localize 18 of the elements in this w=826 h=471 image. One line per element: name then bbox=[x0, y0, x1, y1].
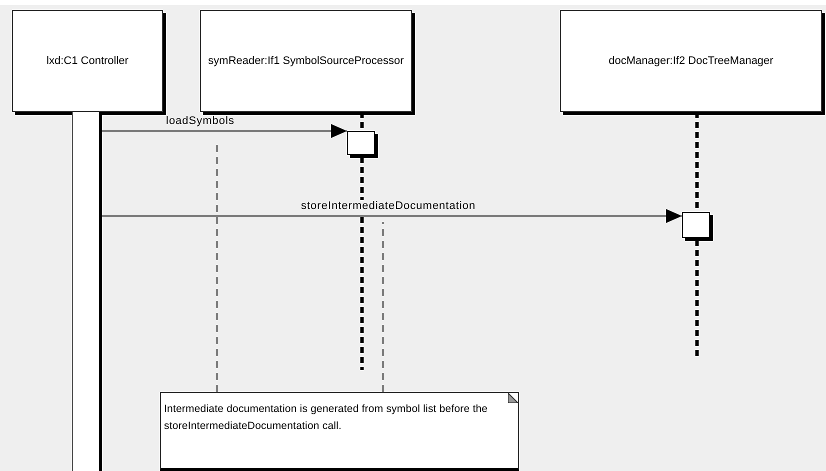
message-arrow bbox=[102, 124, 348, 138]
message-label: storeIntermediateDocumentation bbox=[300, 200, 477, 213]
participant-box bbox=[560, 10, 822, 112]
participant-label: lxd:C1 Controller bbox=[46, 55, 128, 67]
participant-box bbox=[12, 10, 163, 112]
participant-label: symReader:If1 SymbolSourceProcessor bbox=[208, 55, 404, 67]
note-connector bbox=[216, 144, 218, 392]
note-connector bbox=[382, 222, 384, 392]
activation-box bbox=[682, 212, 710, 238]
participant-box bbox=[200, 10, 412, 112]
activation-bar bbox=[72, 112, 102, 471]
message-label: loadSymbols bbox=[165, 115, 236, 128]
note-text: Intermediate documentation is generated from symbol list before the storeIntermediateDocumentation call. bbox=[164, 403, 488, 432]
message-arrow bbox=[102, 209, 682, 223]
note-box bbox=[160, 392, 519, 471]
participant-label: docManager:If2 DocTreeManager bbox=[608, 55, 774, 67]
activation-box bbox=[347, 131, 375, 155]
lifeline bbox=[360, 112, 364, 131]
